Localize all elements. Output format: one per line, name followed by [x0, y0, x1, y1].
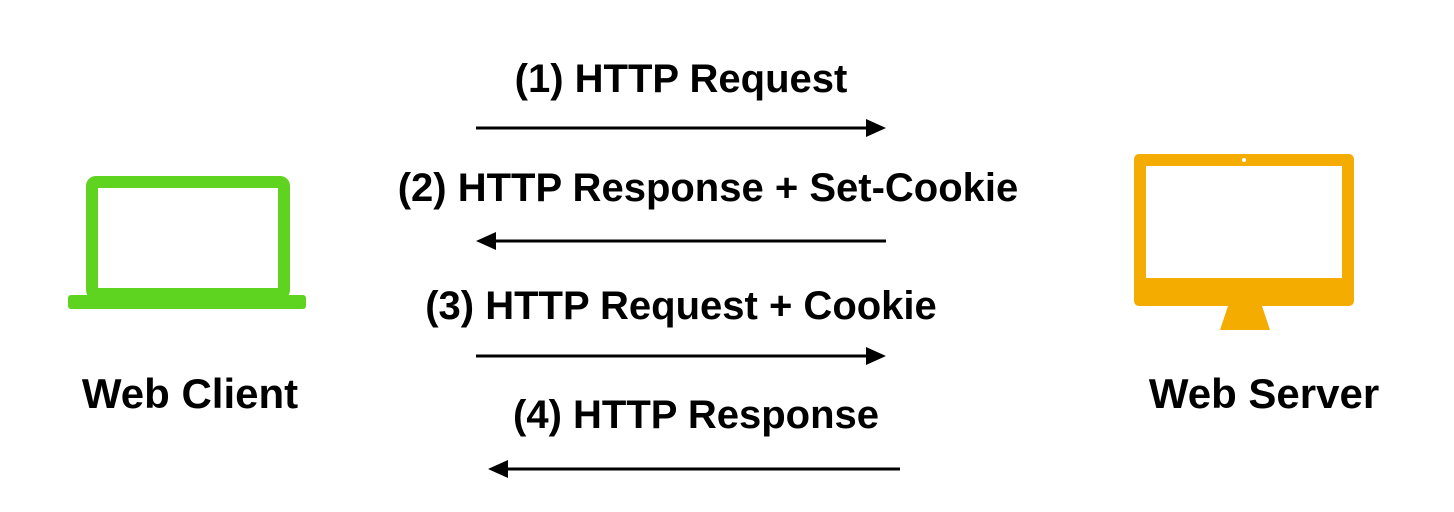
laptop-screen — [86, 176, 290, 300]
message-4-label: (4) HTTP Response — [513, 393, 879, 437]
client-label: Web Client — [82, 370, 298, 417]
message-2-label: (2) HTTP Response + Set-Cookie — [398, 166, 1019, 210]
laptop-icon — [68, 176, 306, 309]
message-3-arrow — [476, 347, 886, 365]
message-1-arrow — [476, 119, 886, 137]
message-2-arrow — [476, 232, 886, 250]
message-4-arrow — [488, 460, 900, 478]
message-3-label: (3) HTTP Request + Cookie — [425, 284, 937, 328]
server-label: Web Server — [1149, 370, 1379, 417]
monitor-screen — [1146, 166, 1342, 278]
laptop-base — [68, 295, 306, 309]
monitor-camera — [1242, 158, 1246, 162]
message-1-label: (1) HTTP Request — [515, 57, 848, 101]
monitor-stand — [1220, 306, 1270, 330]
desktop-monitor-icon — [1134, 154, 1354, 330]
